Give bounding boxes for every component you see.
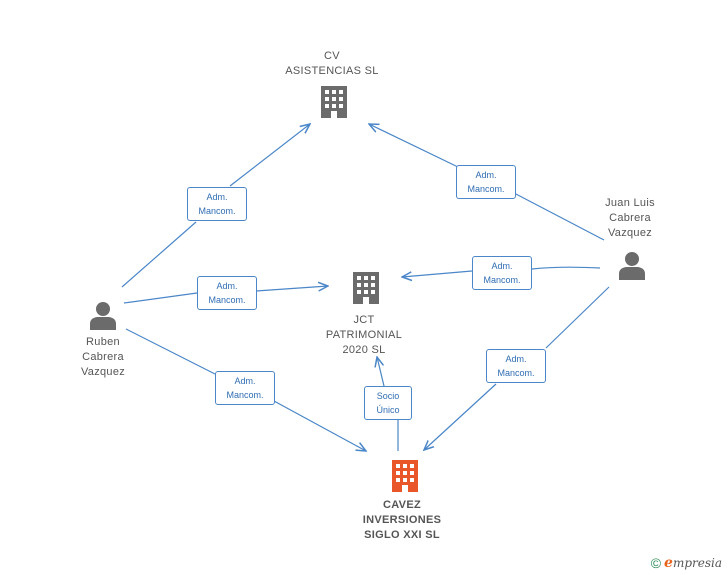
edge-label-juan-cv[interactable]: Adm. Mancom.	[456, 165, 516, 199]
edge-cavez-jct-arrow	[377, 357, 385, 387]
edge-ruben-cv-line	[121, 221, 197, 288]
person-icon[interactable]	[617, 250, 647, 280]
node-label-line: CV	[324, 50, 340, 62]
node-label-line: SIGLO XXI SL	[364, 529, 440, 541]
main-building-icon[interactable]	[389, 458, 421, 494]
node-label-line: Vazquez	[80, 366, 126, 378]
node-label-jct: JCT PATRIMONIAL 2020 SL	[294, 313, 434, 358]
edge-label-cavez-jct[interactable]: Socio Único	[364, 386, 412, 420]
edge-label-line: Mancom.	[497, 368, 535, 378]
node-label-line: PATRIMONIAL	[325, 329, 403, 341]
edge-label-line: Adm.	[491, 261, 513, 271]
node-label-line: 2020 SL	[342, 344, 386, 356]
building-icon[interactable]	[350, 270, 382, 306]
edge-label-line: Adm.	[505, 354, 527, 364]
edge-label-line: Adm.	[475, 170, 497, 180]
node-label-line: CAVEZ	[383, 499, 421, 511]
edge-ruben-cavez-line	[125, 328, 216, 375]
node-label-line: Juan Luis	[605, 197, 655, 209]
edge-label-ruben-cavez[interactable]: Adm. Mancom.	[215, 371, 275, 405]
node-label-ruben: Ruben Cabrera Vazquez	[53, 335, 153, 380]
edge-label-ruben-jct[interactable]: Adm. Mancom.	[197, 276, 257, 310]
node-label-line: ASISTENCIAS SL	[285, 65, 379, 77]
brand-initial: e	[664, 555, 673, 571]
node-label-cavez: CAVEZ INVERSIONES SIGLO XXI SL	[332, 498, 472, 543]
edge-juan-cavez-line	[545, 286, 610, 349]
edge-juan-cv-arrow	[369, 124, 459, 168]
node-label-line: Vazquez	[607, 227, 653, 239]
edge-ruben-jct-arrow	[255, 286, 328, 291]
edge-ruben-jct-line	[123, 292, 198, 304]
node-label-line: JCT	[353, 314, 375, 326]
edge-label-line: Mancom.	[226, 390, 264, 400]
person-icon[interactable]	[88, 300, 118, 330]
node-label-juan: Juan Luis Cabrera Vazquez	[580, 196, 680, 241]
edge-juan-jct-line	[531, 266, 601, 270]
edge-label-juan-cavez[interactable]: Adm. Mancom.	[486, 349, 546, 383]
brand-watermark: © empresia	[651, 555, 722, 571]
edge-label-line: Adm.	[206, 192, 228, 202]
edge-label-line: Mancom.	[483, 275, 521, 285]
edge-label-juan-jct[interactable]: Adm. Mancom.	[472, 256, 532, 290]
brand-name: mpresia	[672, 556, 722, 570]
node-label-line: Ruben	[86, 336, 120, 348]
brand-logo: empresia	[664, 555, 722, 571]
edge-ruben-cavez-arrow	[273, 400, 366, 451]
node-label-line: Cabrera	[609, 212, 651, 224]
edge-label-line: Mancom.	[198, 206, 236, 216]
node-label-line: Cabrera	[82, 351, 124, 363]
edge-label-line: Adm.	[216, 281, 238, 291]
edge-juan-jct-arrow	[402, 270, 473, 277]
edge-juan-cavez-arrow	[424, 383, 497, 450]
edge-label-line: Socio	[376, 391, 400, 401]
edge-label-line: Único	[376, 405, 400, 415]
edge-label-line: Mancom.	[208, 295, 246, 305]
edge-label-line: Adm.	[234, 376, 256, 386]
copyright-symbol: ©	[650, 555, 662, 571]
node-label-line: INVERSIONES	[362, 514, 442, 526]
edge-label-ruben-cv[interactable]: Adm. Mancom.	[187, 187, 247, 221]
edge-juan-cv-line	[513, 192, 605, 241]
edge-ruben-cv-arrow	[229, 124, 310, 187]
edge-label-line: Mancom.	[467, 184, 505, 194]
building-icon[interactable]	[318, 84, 350, 120]
node-label-cv: CV ASISTENCIAS SL	[262, 49, 402, 79]
